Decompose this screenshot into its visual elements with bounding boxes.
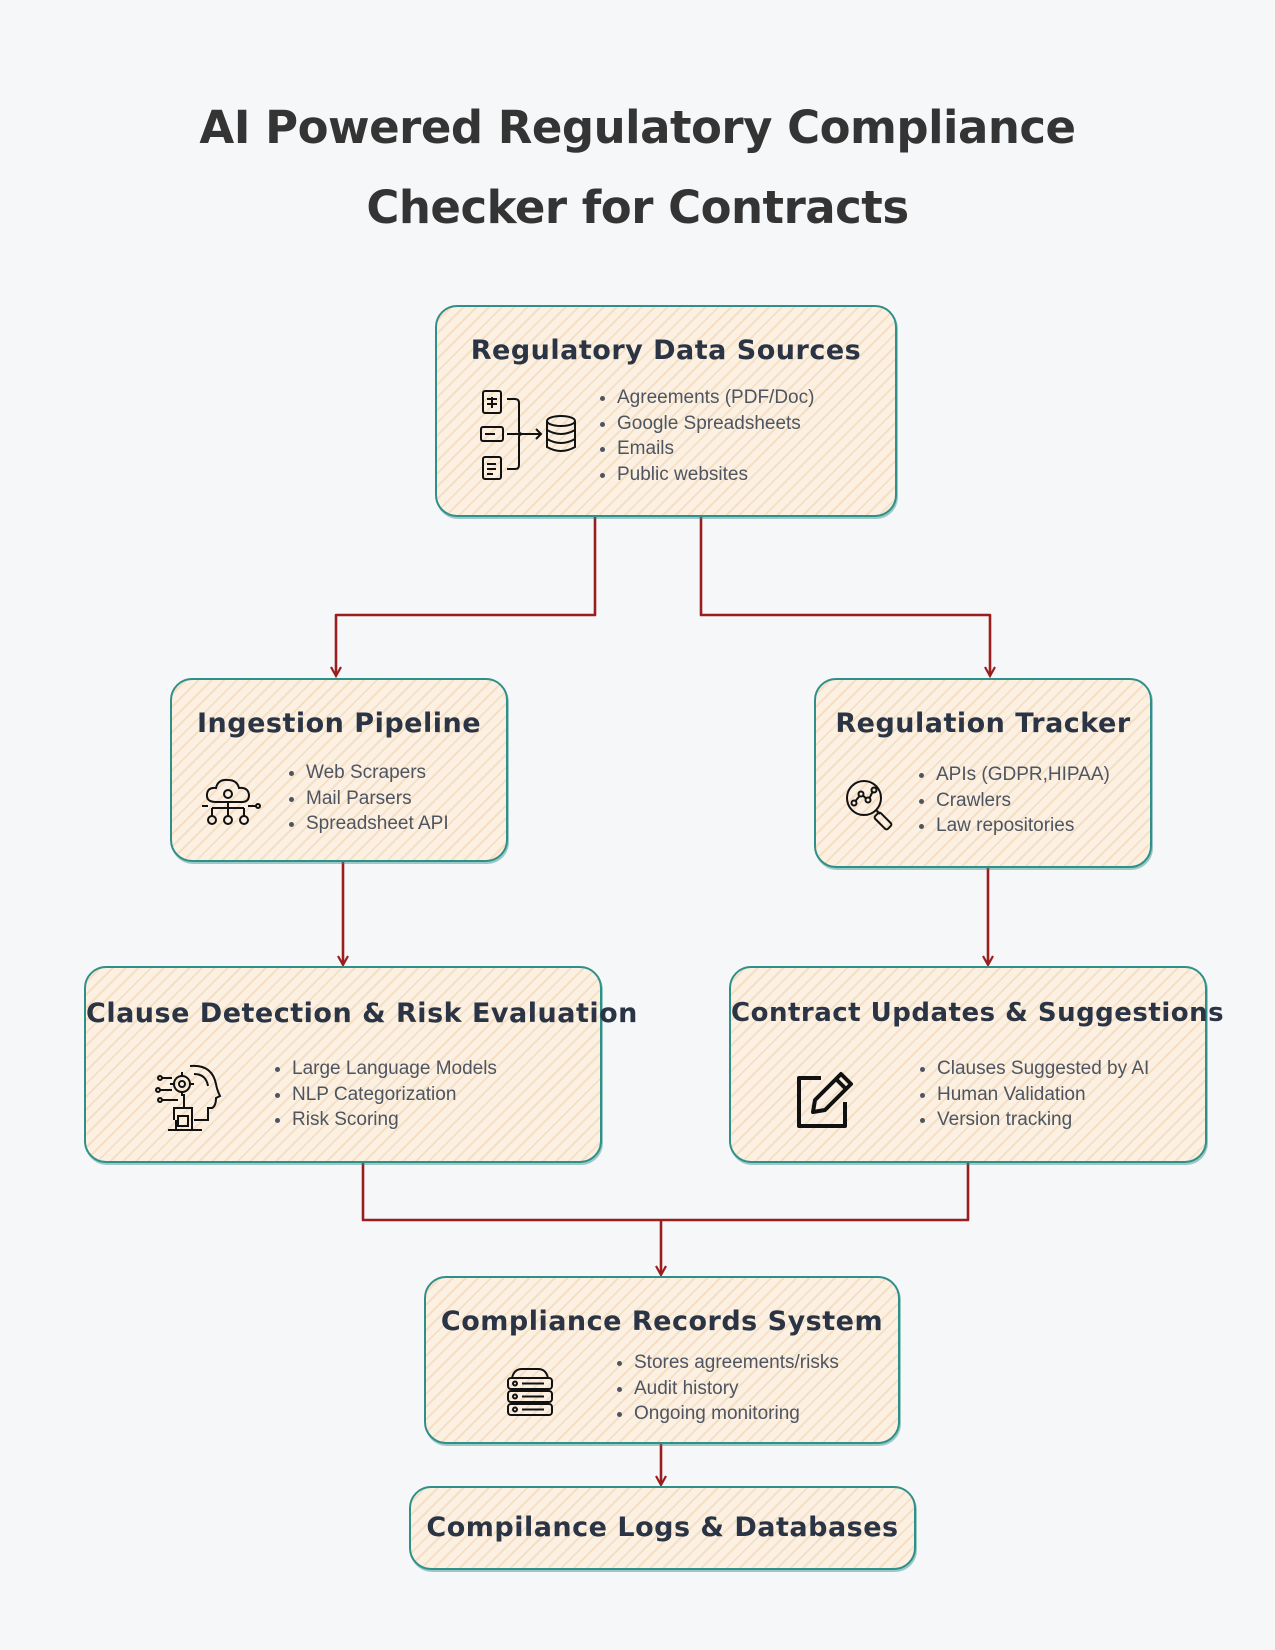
node-title: Contract Updates & Suggestions bbox=[731, 998, 1225, 1028]
list-item: Emails bbox=[617, 436, 814, 462]
list-item: Clauses Suggested by AI bbox=[937, 1056, 1149, 1082]
node-item-list: APIs (GDPR,HIPAA) Crawlers Law repositor… bbox=[914, 762, 1110, 839]
node-item-list: Clauses Suggested by AI Human Validation… bbox=[915, 1056, 1149, 1133]
edge-sources-to-tracker bbox=[699, 513, 990, 675]
node-item-list: Stores agreements/risks Audit history On… bbox=[612, 1350, 839, 1427]
server-stack-icon bbox=[507, 1368, 553, 1416]
list-item: Version tracking bbox=[937, 1107, 1149, 1133]
list-item: Public websites bbox=[617, 462, 814, 488]
list-item: Crawlers bbox=[936, 788, 1110, 814]
list-item: Mail Parsers bbox=[306, 786, 449, 812]
node-title: Compliance Records System bbox=[440, 1306, 884, 1337]
cloud-network-icon bbox=[202, 778, 261, 825]
node-ingestion-pipeline: Ingestion Pipeline Web Scrapers Mail Par… bbox=[170, 678, 508, 862]
node-clause-detection-risk-evaluation: Clause Detection & Risk Evaluation Large… bbox=[84, 966, 638, 1163]
title-line-2: Checker for Contracts bbox=[366, 181, 909, 234]
list-item: Web Scrapers bbox=[306, 760, 449, 786]
list-item: Stores agreements/risks bbox=[634, 1350, 839, 1376]
list-item: Spreadsheet API bbox=[306, 811, 449, 837]
ai-head-icon bbox=[155, 1064, 222, 1131]
list-item: NLP Categorization bbox=[292, 1082, 497, 1108]
edge-clause-to-merge bbox=[361, 1163, 970, 1222]
node-item-list: Web Scrapers Mail Parsers Spreadsheet AP… bbox=[284, 760, 449, 837]
node-item-list: Agreements (PDF/Doc) Google Spreadsheets… bbox=[595, 385, 814, 487]
node-title: Regulatory Data Sources bbox=[470, 335, 862, 366]
list-item: Large Language Models bbox=[292, 1056, 497, 1082]
magnifier-analytics-icon bbox=[846, 780, 893, 831]
node-item-list: Large Language Models NLP Categorization… bbox=[270, 1056, 497, 1133]
node-title: Compilance Logs & Databases bbox=[426, 1512, 899, 1543]
title-line-1: AI Powered Regulatory Compliance bbox=[199, 101, 1076, 154]
data-sources-to-database-icon bbox=[480, 390, 576, 480]
list-item: Ongoing monitoring bbox=[634, 1401, 839, 1427]
node-regulation-tracker: Regulation Tracker APIs (GDPR,HIPAA) Cra… bbox=[814, 678, 1152, 868]
list-item: Google Spreadsheets bbox=[617, 411, 814, 437]
list-item: Human Validation bbox=[937, 1082, 1149, 1108]
node-compliance-logs-databases: Compilance Logs & Databases bbox=[409, 1486, 916, 1570]
page-title: AI Powered Regulatory Compliance Checker… bbox=[0, 88, 1275, 248]
node-title: Regulation Tracker bbox=[835, 708, 1131, 739]
list-item: APIs (GDPR,HIPAA) bbox=[936, 762, 1110, 788]
edit-pencil-icon bbox=[797, 1072, 853, 1128]
edge-sources-to-ingestion bbox=[336, 513, 597, 675]
list-item: Agreements (PDF/Doc) bbox=[617, 385, 814, 411]
list-item: Law repositories bbox=[936, 813, 1110, 839]
list-item: Audit history bbox=[634, 1376, 839, 1402]
list-item: Risk Scoring bbox=[292, 1107, 497, 1133]
node-title: Ingestion Pipeline bbox=[196, 708, 482, 739]
node-compliance-records-system: Compliance Records System Stores agreeme… bbox=[424, 1276, 900, 1444]
node-regulatory-data-sources: Regulatory Data Sources Agreements (PDF/… bbox=[435, 305, 897, 517]
node-title: Clause Detection & Risk Evaluation bbox=[86, 998, 638, 1029]
node-contract-updates-suggestions: Contract Updates & Suggestions Clauses S… bbox=[729, 966, 1225, 1163]
